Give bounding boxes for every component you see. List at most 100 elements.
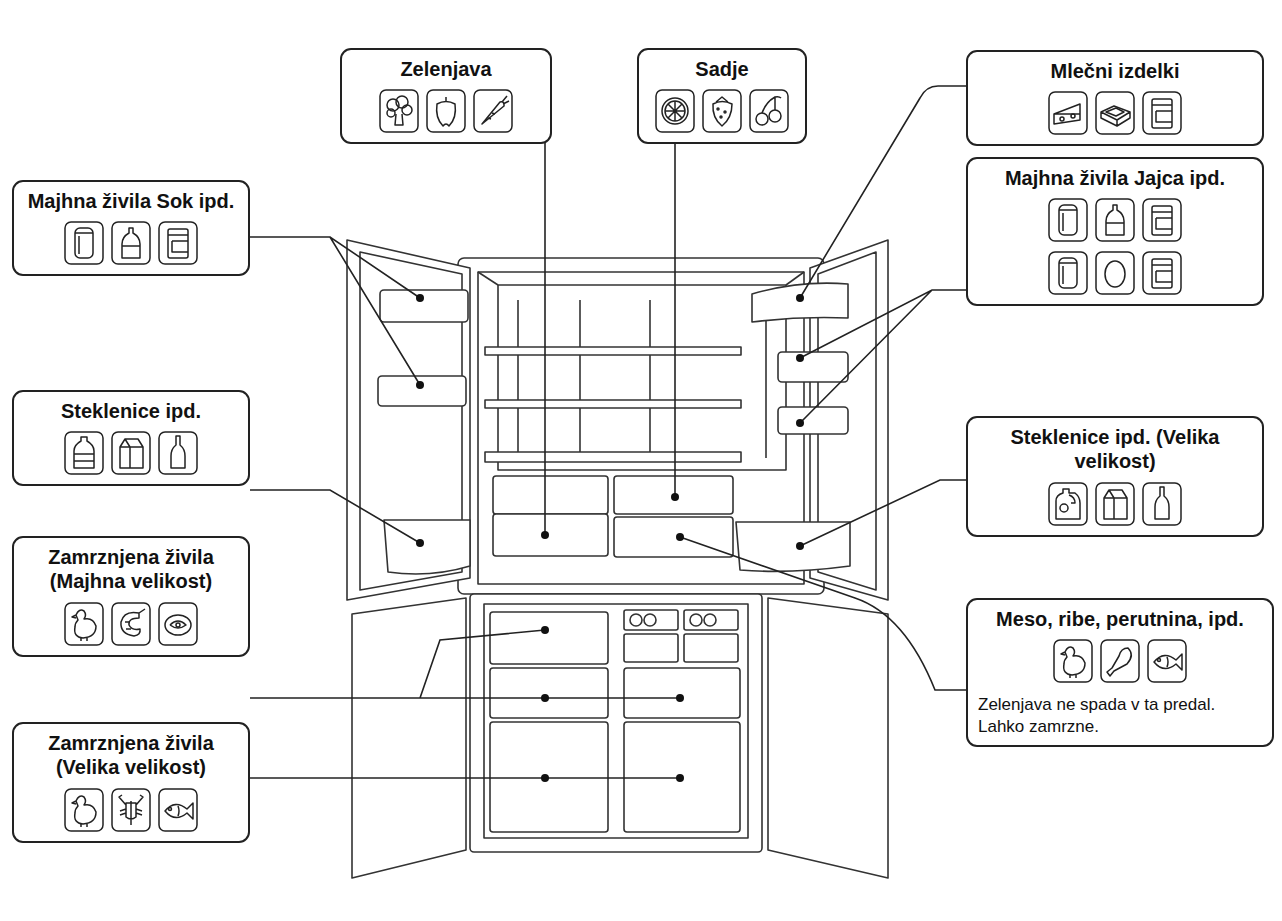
callout-box: Sadje xyxy=(637,48,807,144)
icon-group xyxy=(654,81,790,134)
jar-icon xyxy=(157,220,199,266)
freezer-drawer xyxy=(490,612,608,664)
carton-icon xyxy=(110,430,152,476)
leg-icon xyxy=(1099,638,1141,684)
icon-row xyxy=(378,88,514,134)
fish-icon xyxy=(1146,638,1188,684)
shelf xyxy=(485,400,741,408)
can-icon xyxy=(1047,250,1089,296)
callout-box: Steklenice ipd. xyxy=(12,390,250,486)
category-label: Zelenjava xyxy=(400,57,491,81)
icon-row xyxy=(63,430,199,476)
chicken-icon xyxy=(63,787,105,833)
butter-icon xyxy=(1094,90,1136,136)
icon-group xyxy=(1052,631,1188,684)
lemon-icon xyxy=(654,88,696,134)
category-label: Steklenice ipd. xyxy=(61,399,201,423)
callout-box: Zelenjava xyxy=(340,48,552,144)
drawer xyxy=(493,476,608,514)
icon-group xyxy=(1047,83,1183,136)
drawer xyxy=(493,514,608,556)
icon-group xyxy=(63,780,199,833)
broccoli-icon xyxy=(378,88,420,134)
freezer-drawer xyxy=(490,722,608,832)
category-label: Steklenice ipd. (Velika velikost) xyxy=(978,425,1252,474)
callout-box: Mlečni izdelki xyxy=(966,50,1264,146)
category-label: Sadje xyxy=(695,57,748,81)
leader-lines xyxy=(250,86,966,778)
icon-row xyxy=(63,220,199,266)
category-label: Majhna živila Jajca ipd. xyxy=(1005,166,1225,190)
icon-group xyxy=(63,423,199,476)
freezer-drawer xyxy=(624,668,740,718)
shrimp-icon xyxy=(110,601,152,647)
icon-row xyxy=(63,601,199,647)
category-label: Majhna živila Sok ipd. xyxy=(28,189,235,213)
chicken-icon xyxy=(63,601,105,647)
freezer-drawer xyxy=(624,722,740,832)
icon-group xyxy=(1047,190,1183,296)
carton-icon xyxy=(1094,481,1136,527)
carrot-icon xyxy=(472,88,514,134)
wine-icon xyxy=(1141,481,1183,527)
chicken-icon xyxy=(1052,638,1094,684)
category-label: Mlečni izdelki xyxy=(1051,59,1180,83)
door-bin xyxy=(778,407,848,434)
icon-group xyxy=(378,81,514,134)
callout-box: Majhna živila Jajca ipd. xyxy=(966,157,1264,306)
freezer-interior xyxy=(484,604,748,838)
category-label: Meso, ribe, perutnina, ipd. xyxy=(996,607,1244,631)
callout-box: Zamrznjena živila (Majhna velikost) xyxy=(12,536,250,657)
strawberry-icon xyxy=(701,88,743,134)
ice-bin xyxy=(684,634,738,662)
jar-icon xyxy=(1141,90,1183,136)
steak-icon xyxy=(157,601,199,647)
jar-icon xyxy=(1141,250,1183,296)
egg-icon xyxy=(1094,250,1136,296)
callout-box: Zamrznjena živila (Velika velikost) xyxy=(12,722,250,843)
door-bin xyxy=(778,352,848,382)
ice-tray xyxy=(624,610,678,630)
shelf xyxy=(485,347,741,355)
icon-row xyxy=(1047,90,1183,136)
drawer xyxy=(614,476,733,514)
door-bin xyxy=(380,290,468,322)
icon-group xyxy=(1047,474,1183,527)
can-icon xyxy=(1047,197,1089,243)
freezer-drawer xyxy=(490,668,608,718)
ice-bin xyxy=(624,634,678,662)
icon-row xyxy=(1052,638,1188,684)
door xyxy=(352,598,466,878)
note-text: Zelenjava ne spada v ta predal. Lahko za… xyxy=(978,694,1262,737)
jar-icon xyxy=(1141,197,1183,243)
cheese-icon xyxy=(1047,90,1089,136)
icon-row xyxy=(63,787,199,833)
icon-group xyxy=(63,594,199,647)
sauce-icon xyxy=(110,220,152,266)
sauce-icon xyxy=(1094,197,1136,243)
cherry-icon xyxy=(748,88,790,134)
icon-row xyxy=(1047,250,1183,296)
can-icon xyxy=(63,220,105,266)
callout-box: Meso, ribe, perutnina, ipd. Zelenjava ne … xyxy=(966,598,1274,747)
callout-box: Steklenice ipd. (Velika velikost) xyxy=(966,416,1264,537)
lobster-icon xyxy=(110,787,152,833)
door-bin xyxy=(378,376,466,406)
ice-tray xyxy=(684,610,738,630)
pet-icon xyxy=(63,430,105,476)
door xyxy=(768,598,888,878)
drawer xyxy=(614,517,733,557)
fish-icon xyxy=(157,787,199,833)
door-bin xyxy=(384,520,470,574)
icon-row xyxy=(1047,197,1183,243)
shelf xyxy=(485,452,741,462)
door-bin xyxy=(752,283,848,322)
category-label: Zamrznjena živila (Majhna velikost) xyxy=(24,545,238,594)
category-label: Zamrznjena živila (Velika velikost) xyxy=(24,731,238,780)
icon-group xyxy=(63,213,199,266)
pepper-icon xyxy=(425,88,467,134)
point-dots xyxy=(416,294,804,782)
wine-icon xyxy=(157,430,199,476)
icon-row xyxy=(1047,481,1183,527)
icon-row xyxy=(654,88,790,134)
